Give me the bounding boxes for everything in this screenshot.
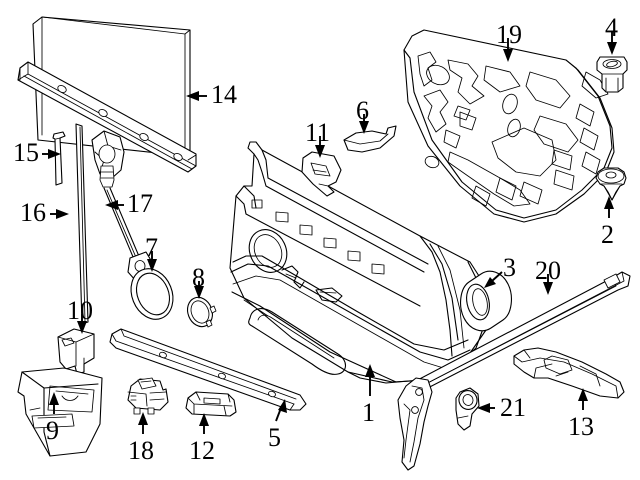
arrow-11 — [315, 136, 325, 158]
part-lock-knob-bezel — [455, 387, 480, 431]
callout-label-14[interactable]: 14 — [211, 80, 237, 109]
arrow-8 — [194, 281, 204, 299]
arrow-6 — [359, 114, 369, 134]
callout-label-19[interactable]: 19 — [496, 20, 522, 49]
callout-label-7[interactable]: 7 — [145, 233, 158, 262]
part-speaker-grille-ring — [460, 270, 512, 332]
arrow-13 — [578, 388, 588, 410]
callout-label-4[interactable]: 4 — [605, 13, 618, 42]
callout-label-5[interactable]: 5 — [268, 423, 281, 452]
part-door-storage-pocket — [17, 367, 103, 457]
callout-label-1[interactable]: 1 — [362, 398, 375, 427]
arrow-17 — [105, 200, 124, 210]
part-window-lifter-switch — [127, 377, 169, 415]
part-door-water-shield — [403, 29, 615, 223]
arrow-12 — [199, 413, 209, 434]
part-plastic-nut-cap — [596, 56, 628, 93]
arrow-7 — [147, 251, 157, 272]
part-speaker-gasket-large — [130, 268, 174, 320]
callout-label-21[interactable]: 21 — [500, 393, 526, 422]
arrow-3 — [484, 271, 503, 288]
callout-label-18[interactable]: 18 — [128, 436, 154, 465]
callout-label-15[interactable]: 15 — [13, 138, 39, 167]
arrow-5 — [275, 399, 287, 422]
part-rear-door-sill-trim — [513, 347, 625, 399]
callout-label-8[interactable]: 8 — [192, 263, 205, 292]
arrow-18 — [138, 412, 148, 434]
part-window-run-channel-seal — [75, 123, 89, 325]
part-door-pull-handle-trim — [343, 125, 397, 153]
callout-label-17[interactable]: 17 — [127, 189, 153, 218]
part-door-panel-lower-bracket — [397, 377, 433, 471]
part-rear-window-sunshade — [17, 16, 197, 173]
callout-label-2[interactable]: 2 — [601, 220, 614, 249]
callout-label-16[interactable]: 16 — [20, 198, 46, 227]
arrow-1 — [365, 364, 375, 396]
part-switch-housing-bracket — [57, 328, 95, 375]
arrow-16 — [50, 209, 69, 219]
arrow-9 — [49, 392, 59, 414]
callout-label-12[interactable]: 12 — [189, 436, 215, 465]
part-window-switch-bezel — [301, 151, 342, 197]
callout-label-10[interactable]: 10 — [67, 296, 93, 325]
callout-label-20[interactable]: 20 — [535, 256, 561, 285]
callout-label-13[interactable]: 13 — [568, 412, 594, 441]
callout-arrows — [42, 32, 617, 434]
callout-label-11[interactable]: 11 — [305, 118, 331, 147]
part-lower-trim-molding — [109, 328, 307, 411]
part-tweeter-gasket-small — [186, 296, 217, 328]
arrow-15 — [42, 149, 61, 159]
arrow-2 — [604, 196, 614, 218]
callout-label-6[interactable]: 6 — [356, 96, 369, 125]
arrow-14 — [186, 91, 207, 101]
part-window-guide-clip — [52, 131, 66, 186]
arrow-10 — [77, 314, 87, 334]
arrow-4 — [607, 32, 617, 55]
part-expanding-rivet — [595, 167, 627, 201]
callout-label-3[interactable]: 3 — [503, 253, 516, 282]
part-clip-retainer-bracket — [185, 391, 237, 417]
part-door-trim-panel — [229, 141, 489, 384]
callout-label-9[interactable]: 9 — [46, 416, 59, 445]
arrow-19 — [503, 38, 513, 62]
arrow-20 — [543, 274, 553, 295]
arrow-21 — [477, 403, 495, 413]
